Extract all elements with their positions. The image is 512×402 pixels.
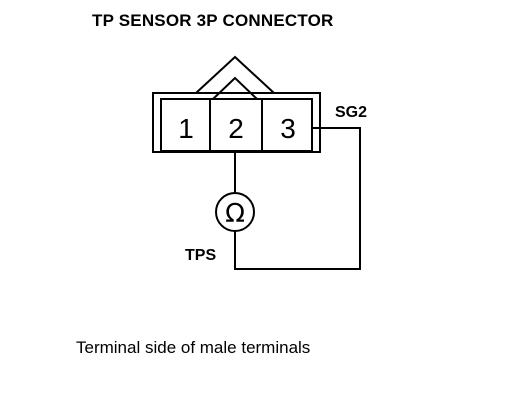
- terminal-frame: [160, 98, 313, 152]
- pin-2-label: 2: [228, 113, 244, 144]
- ohm-symbol: Ω: [225, 199, 245, 229]
- locking-tab-inner: [212, 76, 258, 100]
- pin-1-label: 1: [178, 113, 194, 144]
- diagram-title: TP SENSOR 3P CONNECTOR: [92, 11, 334, 30]
- pin-3-label: 3: [280, 113, 296, 144]
- sg2-label: SG2: [335, 104, 367, 121]
- sg2-return-wire: [234, 127, 361, 270]
- diagram-caption: Terminal side of male terminals: [76, 338, 311, 357]
- locking-tab-outer: [195, 55, 275, 94]
- tps-label: TPS: [185, 247, 216, 264]
